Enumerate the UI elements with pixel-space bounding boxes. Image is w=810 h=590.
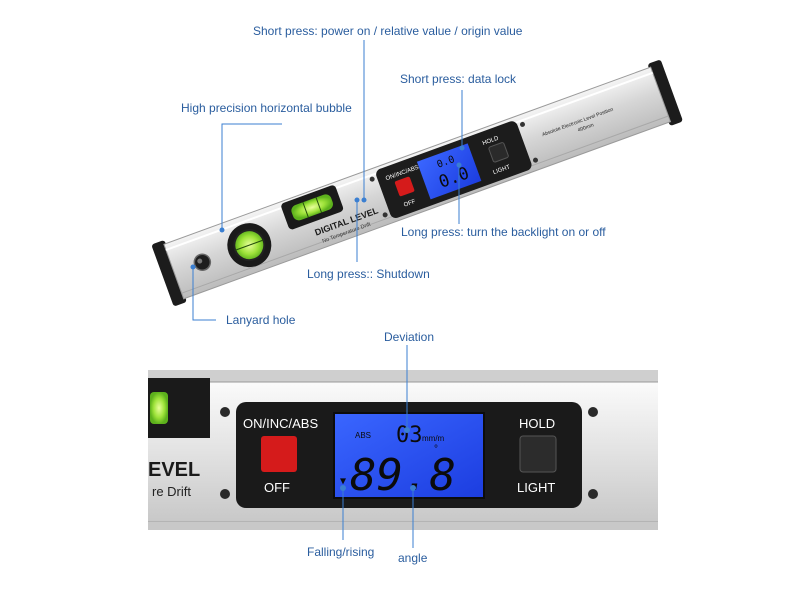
callout-bubble: High precision horizontal bubble [181,101,352,115]
svg-text:°: ° [434,444,438,455]
closeup-brand: EVEL [148,459,200,481]
on-off-button [394,176,415,197]
digital-level-tool: DIGITAL LEVEL No Temperature Drift ON/IN… [152,60,683,306]
leader-lines-bottom [342,345,414,548]
svg-text:▼: ▼ [340,476,346,487]
leader-lines-top [192,40,463,321]
callout-angle: angle [398,551,428,565]
closeup-red-button [261,436,297,472]
callout-long-press-light: Long press: turn the backlight on or off [401,225,606,239]
closeup-black-button [519,435,557,473]
closeup-btn-on-label: ON/INC/ABS [243,416,318,431]
closeup-btn-light-label: LIGHT [517,480,555,495]
callout-falling-rising: Falling/rising [307,545,375,559]
btn-hold-label: HOLD [482,135,500,147]
closeup-tagline: re Drift [152,484,191,499]
svg-text:ABS: ABS [355,431,371,440]
btn-light-label: LIGHT [492,164,511,176]
hold-light-button [488,142,509,163]
spec-line-2: 400mm [577,122,595,133]
svg-text:03: 03 [396,423,423,448]
btn-off-label: OFF [403,199,417,209]
lcd-screen [416,143,482,200]
closeup-btn-off-label: OFF [264,480,290,495]
closeup-btn-hold-label: HOLD [519,416,555,431]
callout-long-press-shutdown: Long press:: Shutdown [307,267,430,281]
callout-short-press-power: Short press: power on / relative value /… [253,24,523,38]
callout-lanyard: Lanyard hole [226,313,296,327]
svg-text:89.8: 89.8 [350,450,456,501]
closeup-lcd [333,412,485,499]
callout-short-press-hold: Short press: data lock [400,72,517,86]
end-cap-right [648,60,683,126]
end-cap-left [152,240,187,306]
svg-text:mm/m: mm/m [422,434,445,443]
lanyard-hole [193,253,212,271]
callout-deviation: Deviation [384,330,435,344]
closeup-panel: EVEL re Drift ON/INC/ABS OFF ABS 03 mm/m… [148,370,658,530]
